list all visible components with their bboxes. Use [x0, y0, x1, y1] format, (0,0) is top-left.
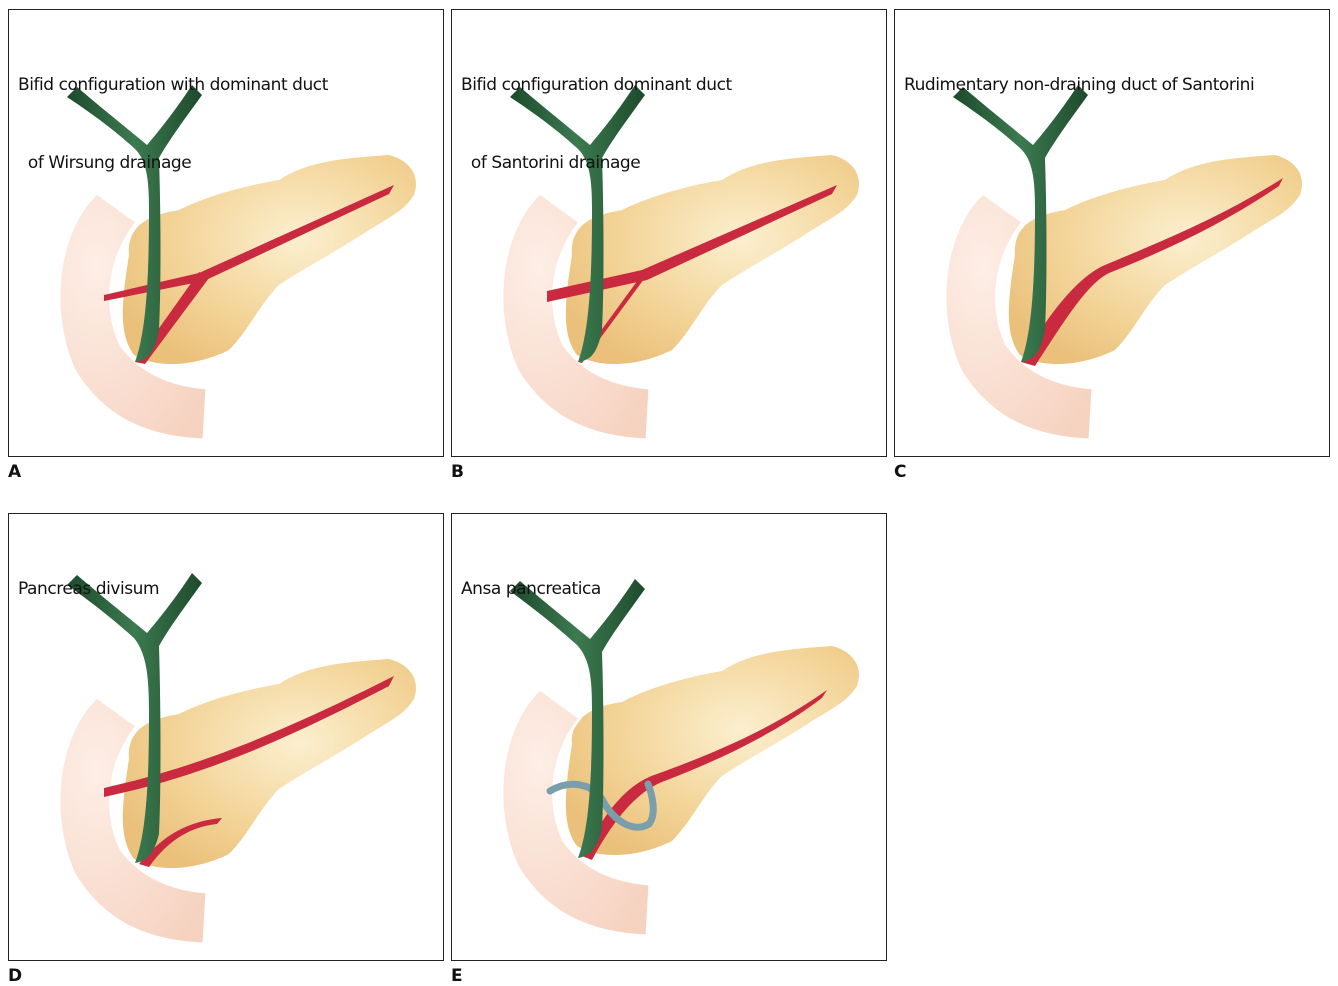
caption-line: Bifid configuration with dominant duct [18, 72, 328, 98]
panel-a: Bifid configuration with dominant duct o… [8, 9, 444, 457]
caption-line: of Wirsung drainage [18, 150, 328, 176]
panel-b: Bifid configuration dominant duct of San… [451, 9, 887, 457]
panel-d: Pancreas divisum [8, 513, 444, 961]
caption-line: Rudimentary non-draining duct of Santori… [904, 72, 1254, 98]
panel-b-label: B [451, 462, 464, 482]
caption-line: Ansa pancreatica [461, 576, 601, 602]
panel-c: Rudimentary non-draining duct of Santori… [894, 9, 1330, 457]
caption-line: Bifid configuration dominant duct [461, 72, 732, 98]
panel-d-label: D [8, 966, 22, 986]
panel-e: Ansa pancreatica [451, 513, 887, 961]
panel-c-caption: Rudimentary non-draining duct of Santori… [904, 20, 1254, 150]
caption-line: of Santorini drainage [461, 150, 732, 176]
panel-a-label: A [8, 462, 21, 482]
panel-d-caption: Pancreas divisum [18, 524, 159, 654]
panel-e-caption: Ansa pancreatica [461, 524, 601, 654]
panel-a-caption: Bifid configuration with dominant duct o… [18, 20, 328, 228]
panel-c-label: C [894, 462, 906, 482]
panel-b-caption: Bifid configuration dominant duct of San… [461, 20, 732, 228]
panel-e-label: E [451, 966, 463, 986]
caption-line: Pancreas divisum [18, 576, 159, 602]
